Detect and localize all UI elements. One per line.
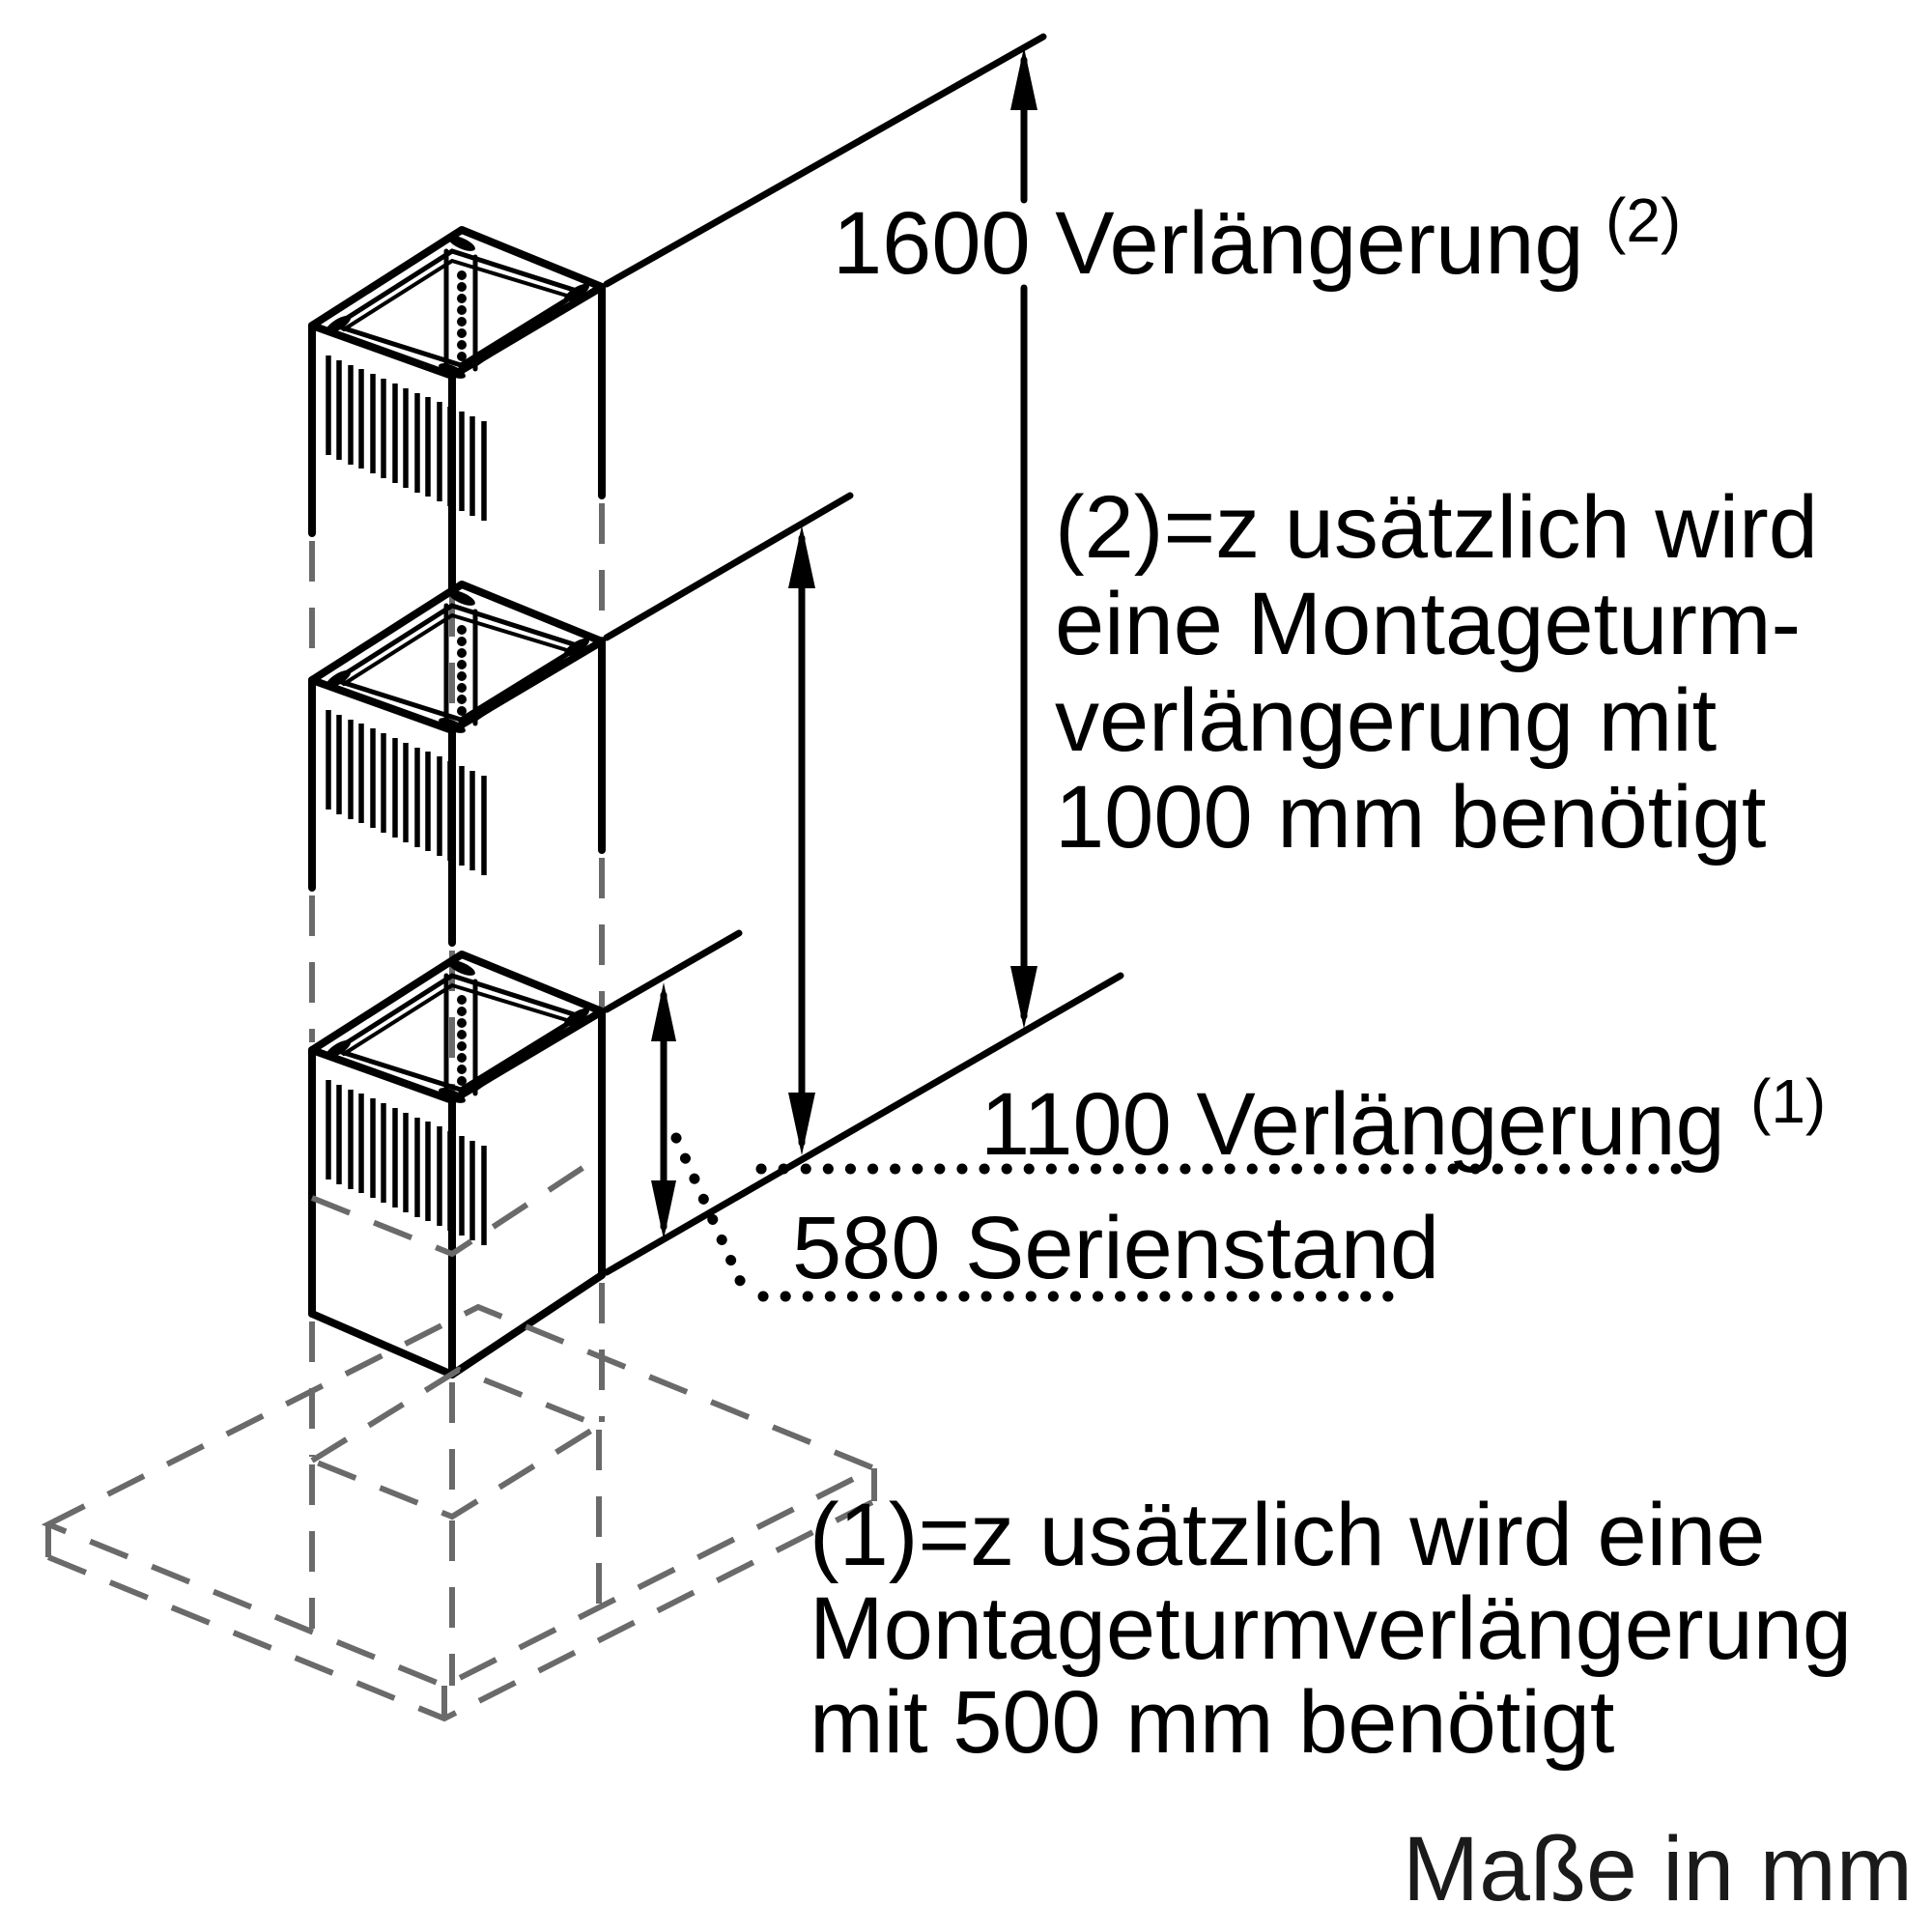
dimension-label-1600-superscript: (2) bbox=[1605, 185, 1681, 255]
telescope-joint-hidden-line bbox=[310, 1152, 604, 1258]
note1-line1: (1)=z usätzlich wird eine bbox=[810, 1486, 1765, 1584]
dimension-label-580: 580 Serienstand bbox=[792, 1199, 1439, 1297]
dimension-arrow-1100 bbox=[788, 526, 815, 1155]
hood-outline-dashed bbox=[41, 1303, 882, 1722]
note-extension1: (1)=z usätzlich wird eine Montageturmver… bbox=[810, 1486, 1852, 1772]
hood-canopy-top bbox=[41, 1303, 882, 1690]
hood-canopy-rim bbox=[45, 1468, 877, 1722]
note1-line2: Montageturmverlängerung bbox=[810, 1579, 1852, 1678]
reference-line-top-extension1 bbox=[603, 492, 854, 641]
note1-line3: mit 500 mm benötigt bbox=[810, 1673, 1614, 1772]
note2-line1: (2)=z usätzlich wird bbox=[1055, 478, 1818, 577]
dimension-arrow-580 bbox=[651, 982, 676, 1239]
note-extension2: (2)=z usätzlich wird eine Montageturm- v… bbox=[1055, 478, 1818, 867]
units-note: Maße in mm bbox=[1403, 1818, 1913, 1920]
chimney-standard-section bbox=[308, 954, 606, 1511]
dotted-leader-580 bbox=[670, 1132, 748, 1291]
note2-line4: 1000 mm benötigt bbox=[1055, 768, 1766, 867]
dimension-arrow-1600 bbox=[1010, 47, 1037, 1029]
dimension-label-1100: 1100 Verlängerung bbox=[980, 1075, 1725, 1174]
note2-line3: verlängerung mit bbox=[1055, 671, 1717, 770]
dimension-label-1600: 1600 Verlängerung bbox=[833, 194, 1584, 293]
note2-line2: eine Montageturm- bbox=[1055, 575, 1801, 673]
chimney-extension-middle bbox=[308, 584, 606, 1097]
reference-line-top-standard bbox=[603, 929, 743, 1013]
hidden-edges-upper bbox=[309, 503, 605, 726]
hood-body-top bbox=[305, 1366, 606, 1520]
reference-line-top-extension2 bbox=[603, 33, 1047, 288]
standard-section-bottom-edge bbox=[308, 1271, 606, 1378]
chimney-extension-upper bbox=[308, 230, 606, 726]
dimension-label-1100-superscript: (1) bbox=[1750, 1066, 1826, 1136]
reference-line-hood-top bbox=[603, 972, 1124, 1276]
